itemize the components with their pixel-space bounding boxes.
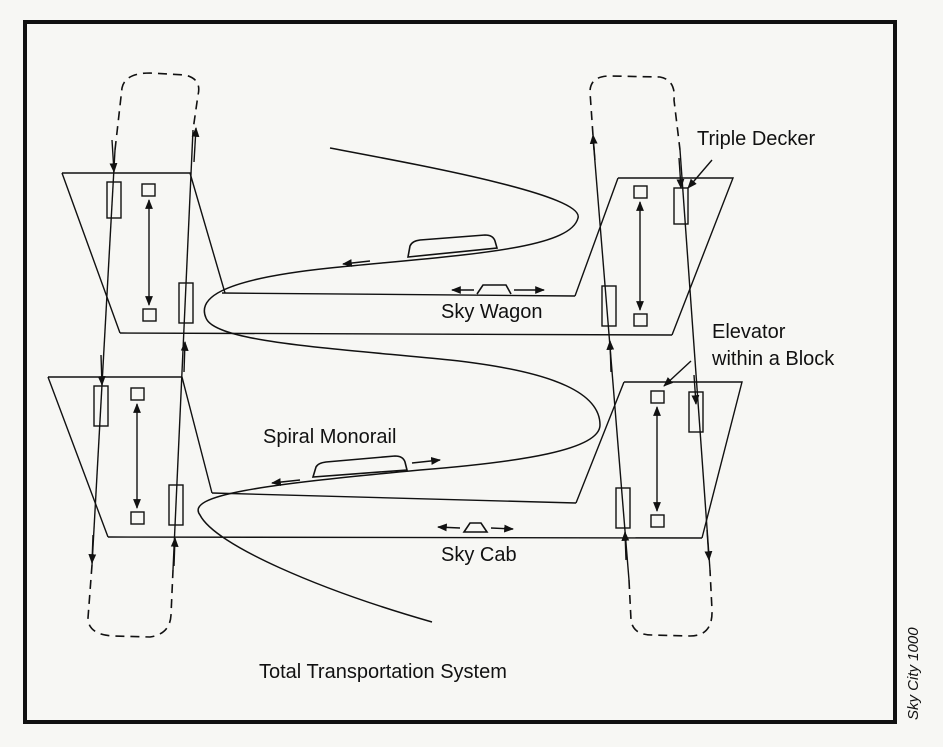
monorail-arrow-3 <box>271 478 301 486</box>
arrow-up-left-mid <box>180 341 189 373</box>
monorail-arrow-2 <box>411 457 441 465</box>
dashed-loop-top-left <box>114 72 200 151</box>
side-note: Sky City 1000 <box>905 627 922 720</box>
monorail-arrow-1 <box>342 259 371 267</box>
arrow-up-right-mid <box>606 340 615 373</box>
triple-decker-car <box>688 391 704 433</box>
sky-wagon-rail <box>221 292 576 297</box>
arrow-up-right <box>589 134 598 161</box>
monorail-car-lower <box>311 455 409 478</box>
arrow-down-right-low <box>704 529 713 561</box>
block-upper-right <box>574 177 735 336</box>
arrow-down-right-mid <box>691 374 700 405</box>
upper-deck-edge <box>119 332 673 336</box>
monorail-car-upper <box>407 234 499 258</box>
track-right-a <box>593 149 630 581</box>
lower-deck-edge <box>107 536 703 539</box>
spiral-monorail-track <box>197 147 601 623</box>
diagram-caption: Total Transportation System <box>259 661 507 683</box>
arrow-up-left-low <box>170 537 179 567</box>
elevator-label-line1: Elevator <box>712 321 786 343</box>
sky-wagon-label: Sky Wagon <box>441 301 543 323</box>
elevator-car <box>650 390 665 404</box>
triple-decker-car <box>178 282 194 324</box>
arrow-down-left-low <box>88 534 97 564</box>
arrow-down-left <box>109 139 118 173</box>
dashed-loop-bottom-right <box>628 569 713 637</box>
sky-wagon-vehicle <box>476 284 512 295</box>
elevator-leader <box>663 360 692 387</box>
triple-decker-car <box>168 484 184 526</box>
triple-decker-car <box>106 181 122 219</box>
elevator-car <box>141 183 156 197</box>
arrow-up-right-low <box>621 531 630 561</box>
triple-decker-car <box>601 285 617 327</box>
triple-decker-car <box>673 187 689 225</box>
triple-decker-leader <box>687 159 713 189</box>
elevator-car <box>130 387 145 401</box>
elevator-car <box>130 511 145 525</box>
spiral-monorail-label: Spiral Monorail <box>263 426 397 448</box>
elevator-label-line2: within a Block <box>712 348 835 370</box>
triple-decker-car <box>615 487 631 529</box>
track-left-a <box>91 149 116 566</box>
dashed-loop-top-right <box>589 75 681 151</box>
elevator-car <box>142 308 157 322</box>
block-lower-left <box>47 376 213 538</box>
sky-cab-arrow-right <box>490 524 514 533</box>
sky-cab-arrow-left <box>437 523 461 532</box>
elevator-car <box>633 185 648 199</box>
sky-cab-rail <box>211 492 577 504</box>
track-right-b <box>679 149 711 571</box>
sky-cab-vehicle <box>462 522 489 533</box>
arrow-up-left <box>191 127 200 163</box>
elevator-car <box>633 313 648 327</box>
triple-decker-label: Triple Decker <box>697 128 816 150</box>
elevator-car <box>650 514 665 528</box>
dashed-loop-bottom-left <box>87 564 174 638</box>
block-upper-left <box>61 172 226 334</box>
triple-decker-car <box>93 385 109 427</box>
arrow-down-right <box>676 157 685 189</box>
sky-cab-label: Sky Cab <box>441 544 517 566</box>
diagram-frame <box>23 20 897 724</box>
arrow-down-left-mid <box>97 354 106 386</box>
